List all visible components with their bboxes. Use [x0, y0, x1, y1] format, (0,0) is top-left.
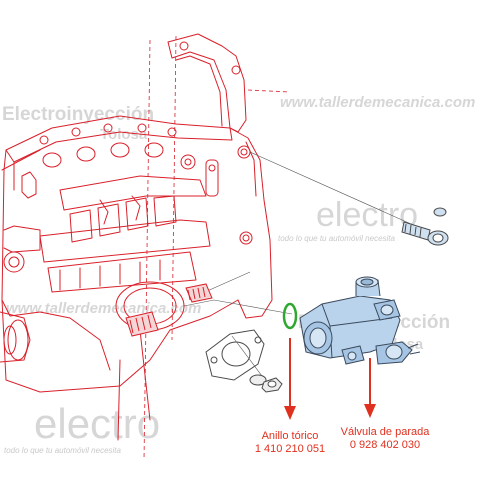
callout-valve-name: Válvula de parada: [340, 426, 430, 438]
callout-oring-part-number: 1 410 210 051: [254, 443, 326, 455]
oring-arrow-head: [284, 406, 296, 420]
watermark-url-top: www.tallerdemecanica.com: [280, 94, 476, 111]
stud-upper: [185, 283, 213, 303]
watermark-logo-mid-tagline: todo lo que tu automóvil necesita: [278, 234, 395, 243]
banjo-screw: [401, 207, 449, 246]
watermark-logo-bottom: electro: [34, 400, 161, 447]
callout-oring-name: Anillo tórico: [261, 430, 319, 442]
injection-pump-body: [0, 33, 273, 441]
stop-valve: [299, 276, 421, 365]
stud-lower: [125, 311, 159, 337]
nut-washer: [249, 374, 283, 393]
watermark-logo-bottom-tagline: todo lo que tu automóvil necesita: [4, 446, 121, 455]
valve-arrow-head: [364, 404, 376, 418]
o-ring: [282, 302, 298, 330]
hidden-lines: [143, 35, 291, 461]
watermark-brand-top: Electroinyección: [2, 104, 155, 125]
callout-valve-part-number: 0 928 402 030: [349, 439, 421, 451]
gasket: [205, 329, 265, 381]
callout-arrows: [284, 338, 376, 420]
watermark-logo-mid: electro: [316, 196, 419, 234]
